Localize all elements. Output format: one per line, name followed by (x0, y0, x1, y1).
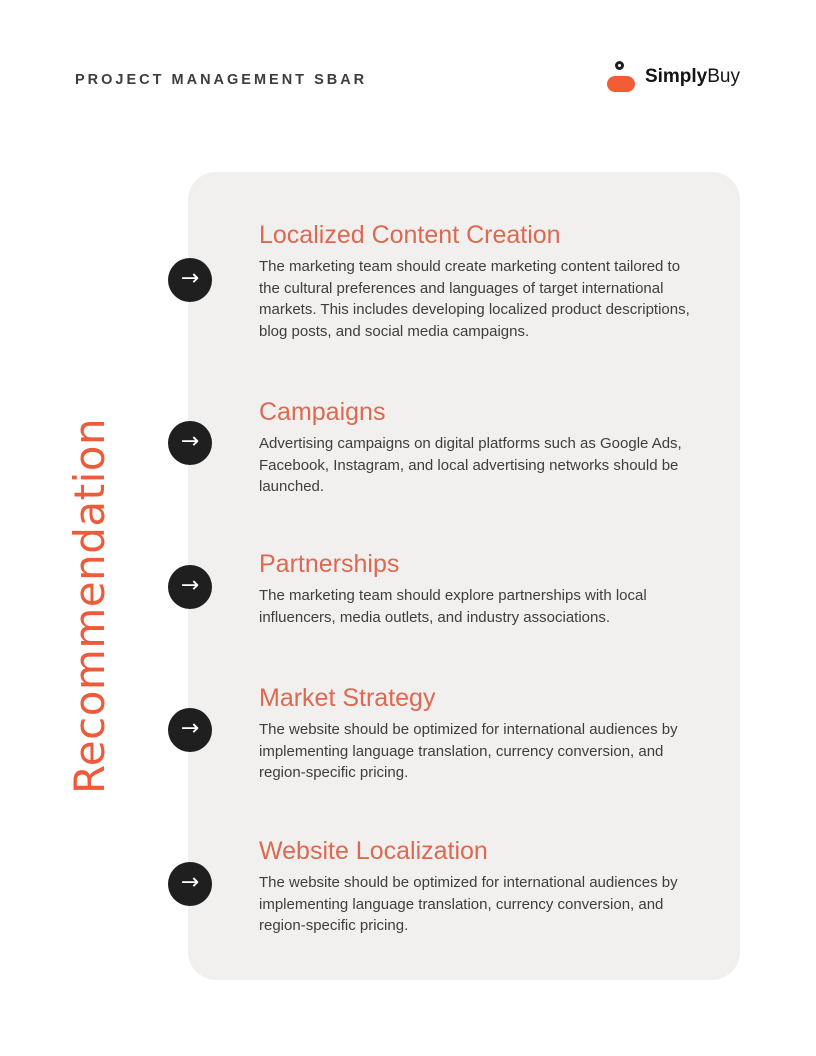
arrow-marker: → (168, 565, 212, 609)
section-body: The marketing team should explore partne… (259, 587, 647, 626)
section-body: The marketing team should create marketi… (259, 258, 690, 340)
arrow-marker: → (168, 421, 212, 465)
section-title: Website Localization (259, 837, 488, 865)
arrow-right-icon: → (180, 573, 200, 598)
arrow-right-icon: → (180, 266, 200, 291)
brand-name-bold: Simply (644, 66, 708, 87)
arrow-right-icon: → (180, 429, 200, 454)
section-title: Localized Content Creation (259, 221, 561, 249)
content-panel (188, 172, 740, 980)
section-campaigns: Campaigns Advertising campaigns on digit… (259, 396, 707, 498)
person-icon (606, 60, 636, 94)
brand-name: SimplyBuy (645, 66, 740, 88)
person-icon-body (606, 76, 635, 92)
section-body: The website should be optimized for inte… (259, 721, 678, 781)
brand-logo: SimplyBuy (606, 60, 740, 94)
section-body: The website should be optimized for inte… (259, 874, 678, 934)
section-body: Advertising campaigns on digital platfor… (259, 435, 682, 495)
person-icon-head (614, 61, 624, 70)
arrow-marker: → (168, 708, 212, 752)
brand-name-regular: Buy (707, 66, 740, 87)
arrow-right-icon: → (180, 716, 200, 741)
arrow-right-icon: → (180, 870, 200, 895)
section-title: Market Strategy (259, 684, 436, 712)
section-partnerships: Partnerships The marketing team should e… (259, 548, 707, 628)
side-label-recommendation: Recommendation (65, 417, 114, 794)
section-title: Campaigns (259, 398, 386, 426)
arrow-marker: → (168, 258, 212, 302)
section-localized-content-creation: Localized Content Creation The marketing… (259, 219, 707, 342)
document-title: PROJECT MANAGEMENT SBAR (75, 72, 368, 88)
arrow-marker: → (168, 862, 212, 906)
section-title: Partnerships (259, 550, 400, 578)
section-market-strategy: Market Strategy The website should be op… (259, 682, 707, 784)
section-website-localization: Website Localization The website should … (259, 835, 707, 937)
